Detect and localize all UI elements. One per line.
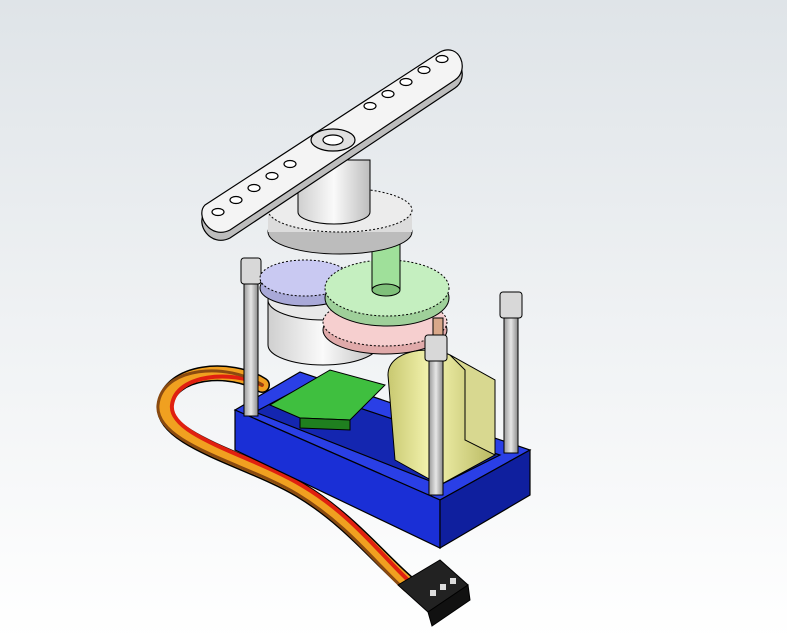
servo-horn (201, 49, 463, 241)
circuit-board (268, 369, 386, 431)
rod-left (240, 257, 262, 417)
wire-connector (397, 559, 471, 627)
rod-right (499, 291, 523, 454)
rod-front (424, 334, 448, 496)
servo-wire (156, 365, 418, 593)
